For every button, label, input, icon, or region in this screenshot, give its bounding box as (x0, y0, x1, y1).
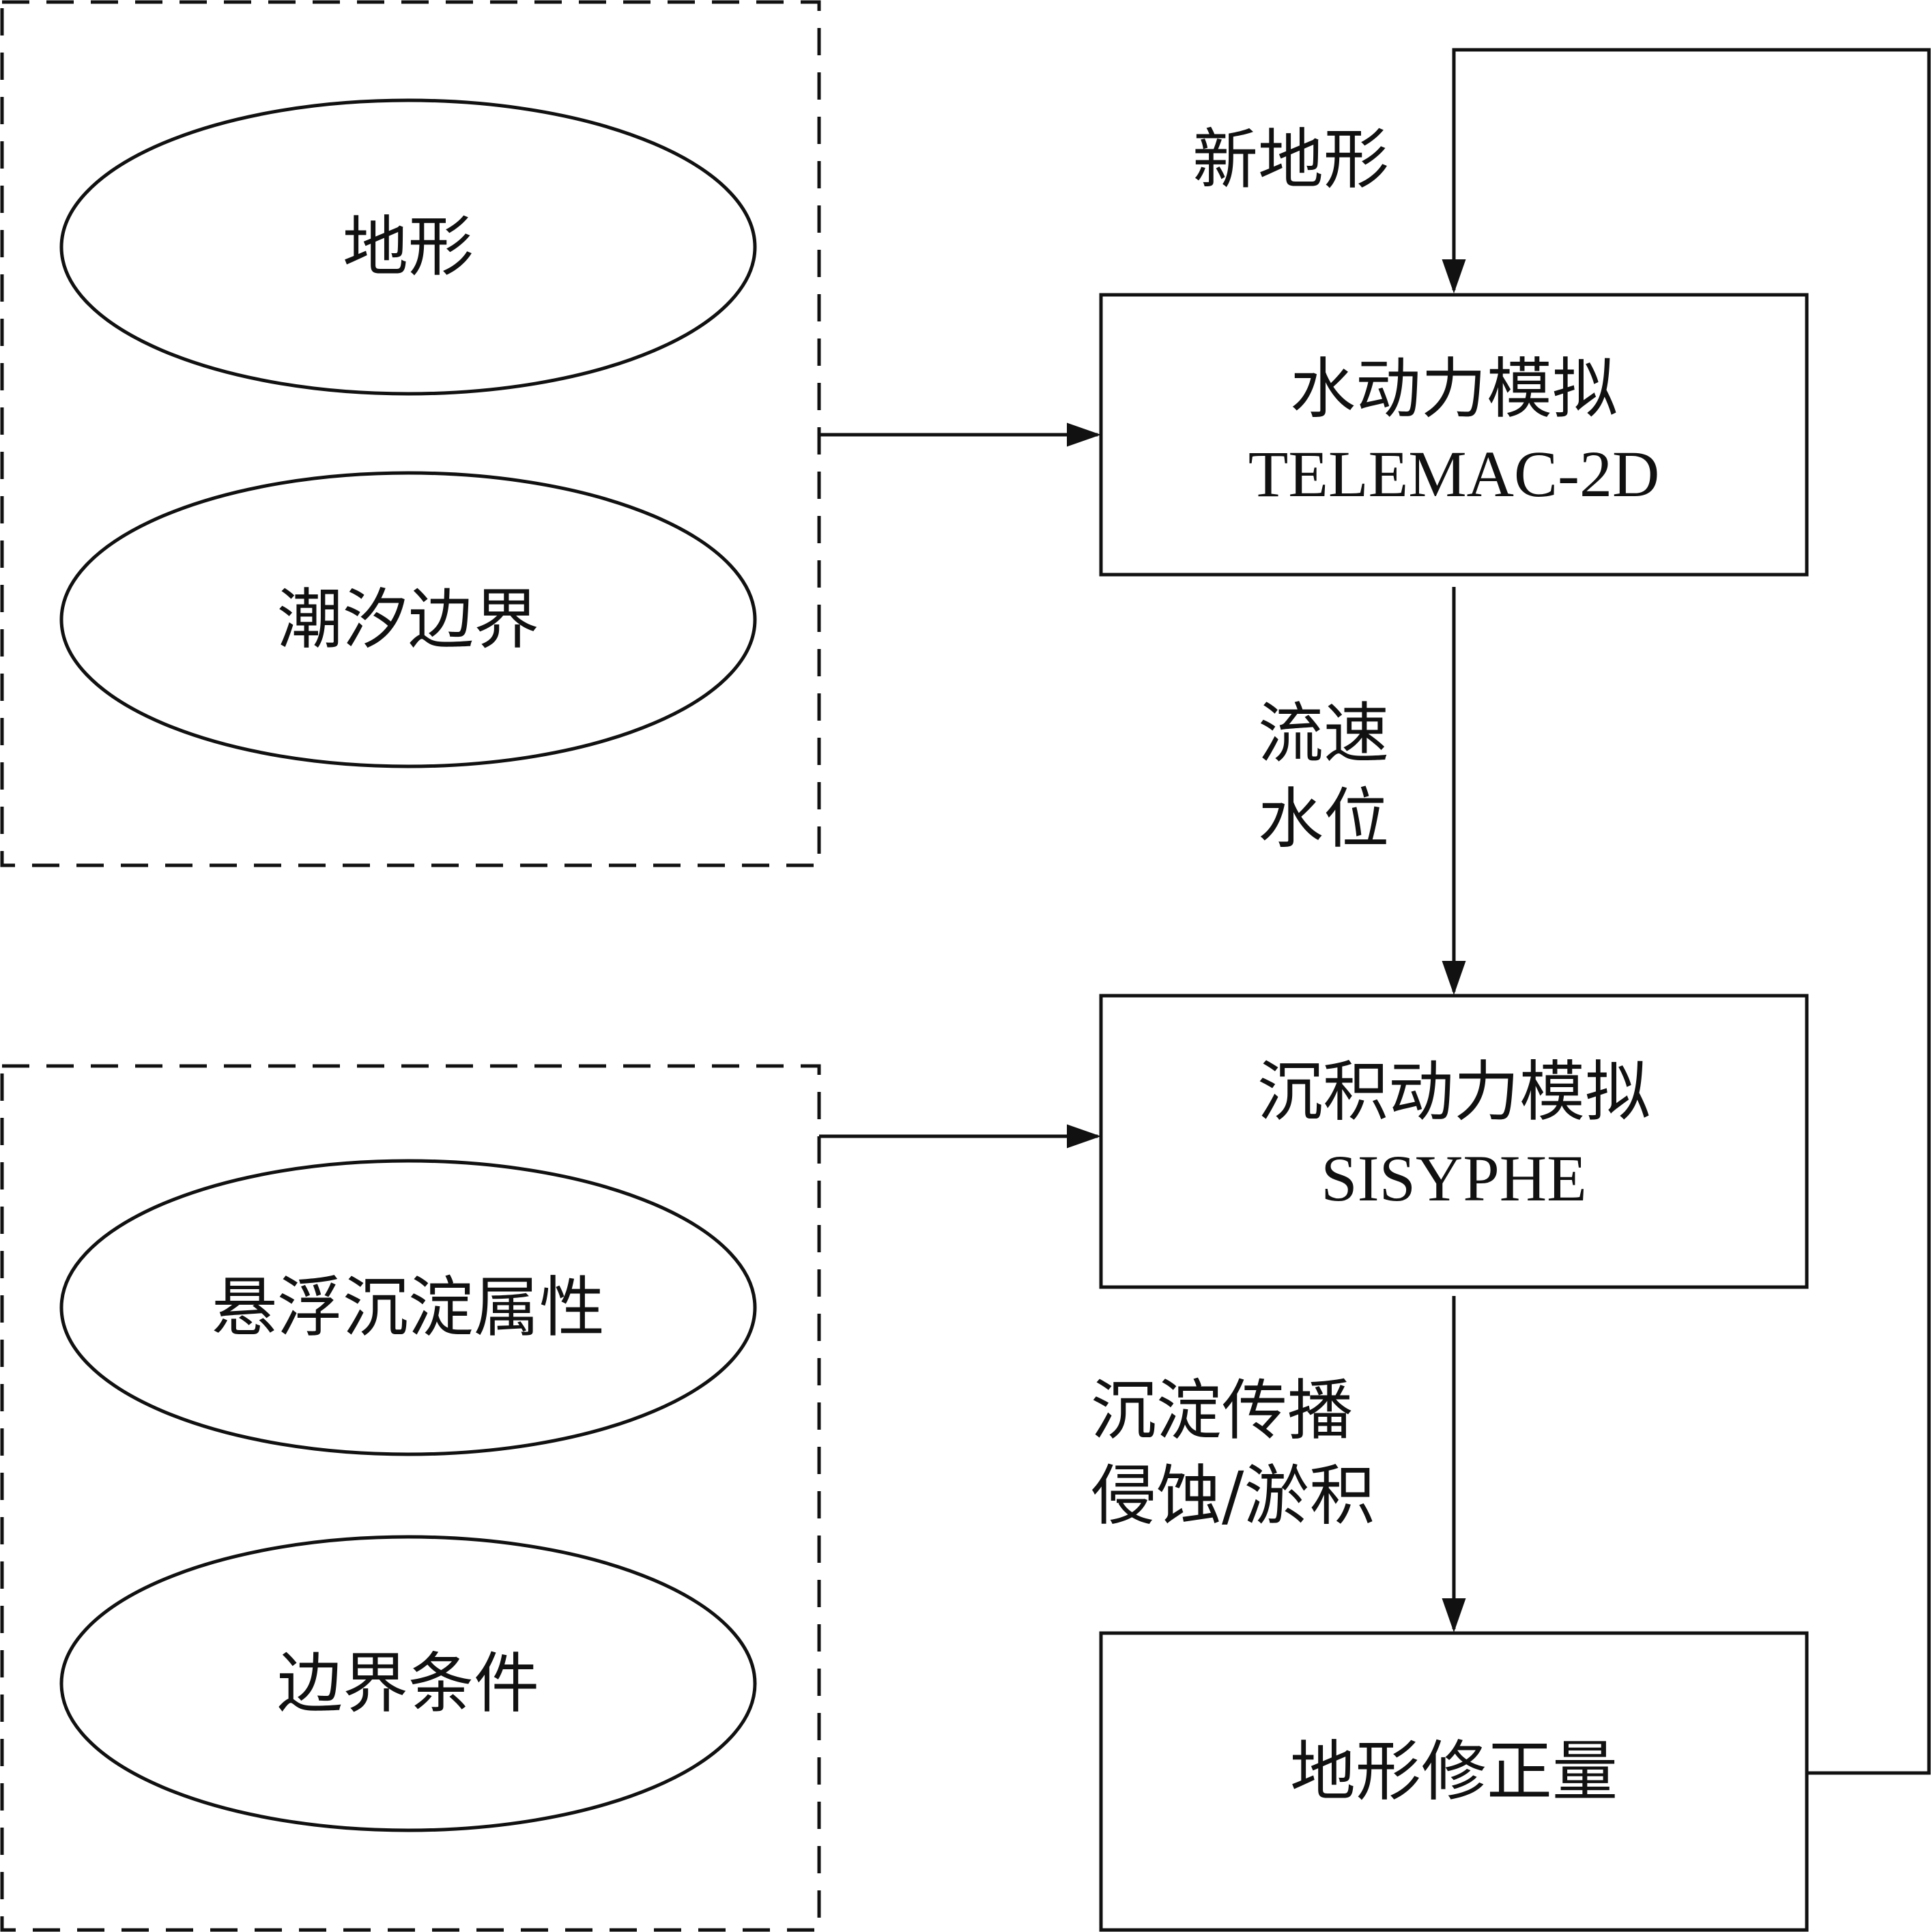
sediment-property-label: 悬浮沉淀属性 (212, 1269, 605, 1346)
hydro-module-title: 水动力模拟 (1290, 351, 1618, 427)
water-level-label: 水位 (1258, 781, 1389, 857)
erosion-deposition-label: 侵蚀/淤积 (1091, 1458, 1375, 1534)
input-group-2-box (0, 1064, 821, 1932)
terrain-correction-box (1099, 1631, 1809, 1932)
input-group-1-box (0, 0, 821, 867)
terrain-input-ellipse (59, 98, 757, 396)
sediment-module-subtitle: SISYPHE (1321, 1142, 1586, 1215)
boundary-condition-label: 边界条件 (277, 1645, 539, 1722)
sediment-transport-label: 沉淀传播 (1091, 1372, 1353, 1449)
new-terrain-label: 新地形 (1192, 121, 1389, 198)
sediment-module-box (1099, 994, 1809, 1289)
boundary-condition-ellipse (59, 1535, 757, 1832)
hydro-module-box (1099, 293, 1809, 577)
terrain-input-label: 地形 (343, 209, 474, 285)
terrain-correction-label: 地形修正量 (1290, 1733, 1618, 1810)
tidal-boundary-ellipse (59, 471, 757, 768)
hydro-module-subtitle: TELEMAC-2D (1248, 437, 1660, 510)
feedback-loop-arrow (1442, 48, 1931, 1775)
sediment-module-title: 沉积动力模拟 (1257, 1054, 1650, 1130)
flow-velocity-label: 流速 (1258, 695, 1389, 772)
tidal-boundary-label: 潮汐边界 (277, 581, 539, 658)
sediment-property-ellipse (59, 1159, 757, 1456)
